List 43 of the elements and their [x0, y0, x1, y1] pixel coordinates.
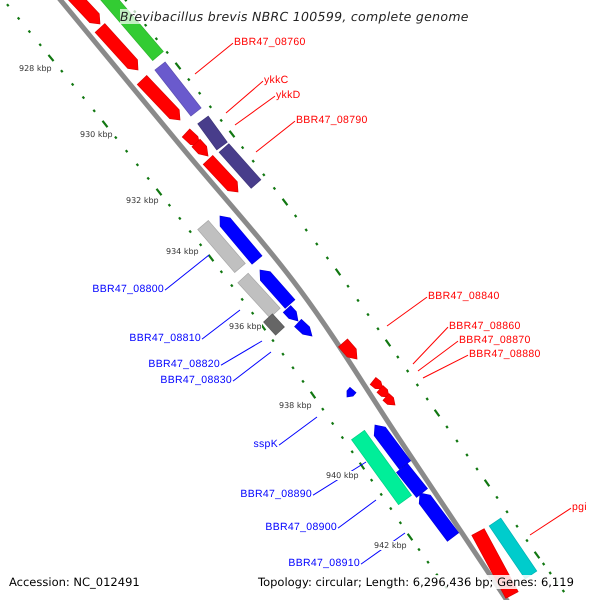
leader-line — [278, 416, 318, 446]
gene-label: BBR47_08860 — [449, 320, 521, 333]
scale-label: 942 kbp — [374, 541, 407, 550]
scale-label: 928 kbp — [19, 64, 52, 73]
gene-label: BBR47_08900 — [265, 521, 337, 534]
accession-text: Accession: NC_012491 — [9, 575, 140, 589]
leader-line — [234, 96, 276, 126]
genome-info-text: Topology: circular; Length: 6,296,436 bp; Genes: 6,119 — [258, 575, 574, 589]
scale-label: 940 kbp — [326, 471, 359, 480]
gene-label: BBR47_08820 — [148, 358, 220, 371]
leader-line — [256, 120, 296, 152]
gene-label: BBR47_08910 — [288, 557, 360, 570]
gene-label: ykkD — [276, 89, 301, 102]
leader-line — [338, 500, 376, 529]
gene-label: BBR47_08890 — [240, 488, 312, 501]
gene-label: ykkC — [264, 74, 289, 87]
gene-label: BBR47_08790 — [296, 114, 368, 127]
leader-line — [530, 508, 572, 536]
gene-label: BBR47_08870 — [459, 334, 531, 347]
leader-line — [202, 310, 240, 340]
leader-line — [422, 354, 468, 378]
scale-label: 936 kbp — [229, 322, 262, 331]
scale-label: 932 kbp — [126, 196, 159, 205]
leader-line — [226, 80, 264, 114]
leader-line — [220, 340, 262, 366]
gene-label: BBR47_08760 — [234, 36, 306, 49]
gene-label: BBR47_08840 — [428, 290, 500, 303]
gene-label: BBR47_08880 — [469, 348, 541, 361]
scale-label: 934 kbp — [166, 247, 199, 256]
leader-line — [386, 296, 428, 326]
leader-line — [194, 42, 234, 74]
gene-label: BBR47_08800 — [92, 283, 164, 296]
scale-label: 938 kbp — [279, 401, 312, 410]
gene-label: BBR47_08810 — [129, 332, 201, 345]
leader-line — [232, 352, 272, 382]
title: Brevibacillus brevis NBRC 100599, complete genome — [120, 9, 469, 24]
gene-label: pgi — [572, 501, 587, 514]
leader-line — [164, 254, 210, 291]
scale-label: 930 kbp — [80, 130, 113, 139]
gene-label: BBR47_08830 — [160, 374, 232, 387]
leader-line — [418, 340, 458, 372]
gene-label: sspK — [253, 438, 278, 451]
leader-line — [412, 326, 448, 364]
